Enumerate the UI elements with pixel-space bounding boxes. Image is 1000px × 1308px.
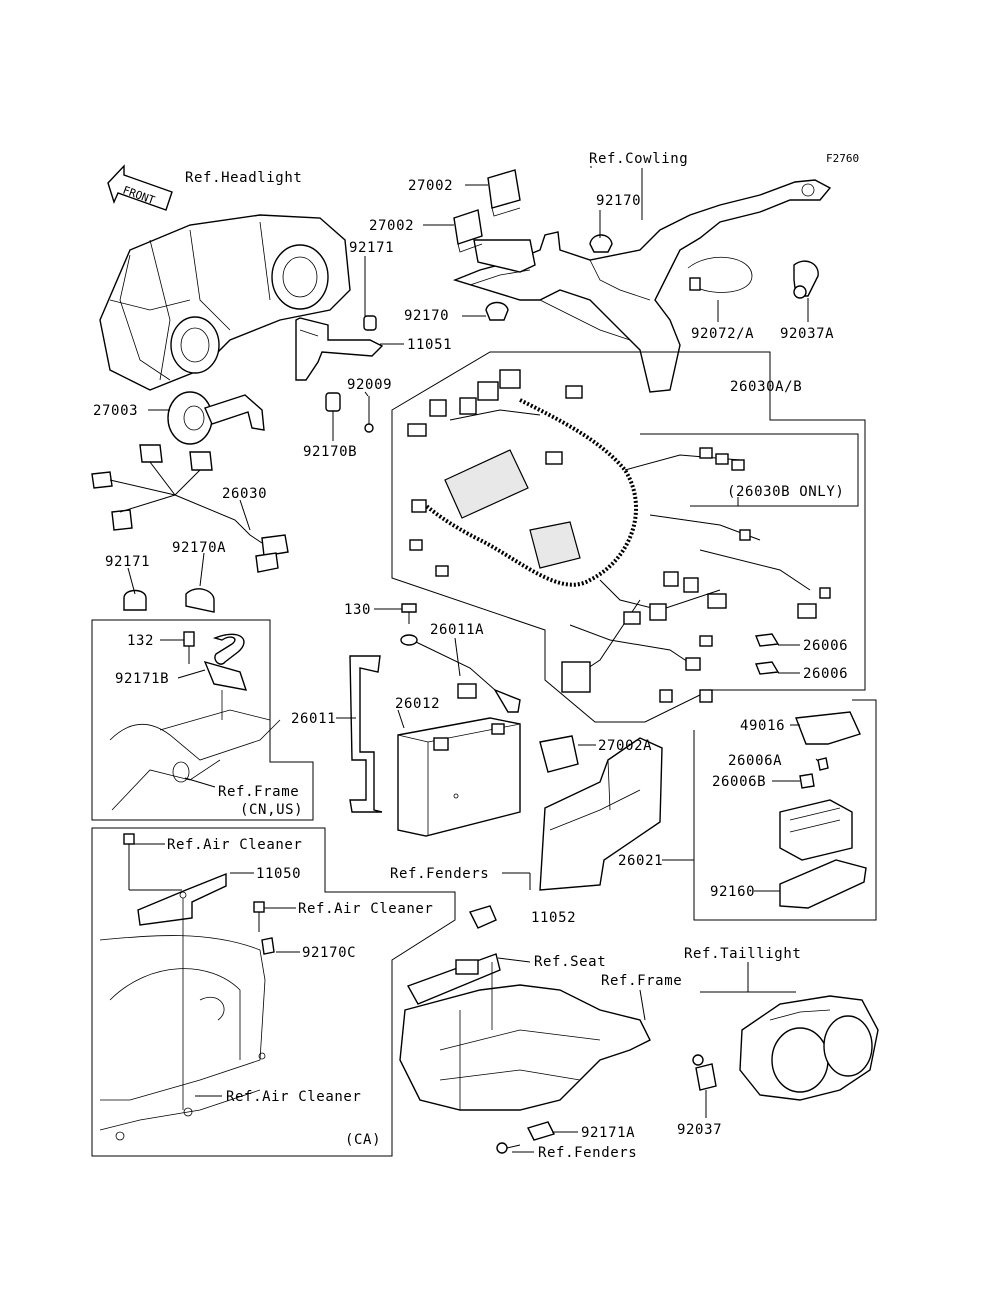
label-26006-lower: 26006 <box>803 666 848 682</box>
sub-harness-part-26030 <box>91 444 289 573</box>
band-part-92072a <box>687 256 753 293</box>
rear-frame <box>399 905 651 1111</box>
clamp-part-92170a <box>185 588 215 613</box>
clamp-part-92170-lower <box>485 301 509 321</box>
label-27002-upper: 27002 <box>408 178 453 194</box>
cowling-stay-frame <box>452 179 832 393</box>
bolt-part-130 <box>401 603 417 624</box>
screw-ref-fenders <box>496 1142 521 1154</box>
label-92009: 92009 <box>347 377 392 393</box>
relay-part-27002-upper <box>487 169 521 217</box>
label-ref-seat: Ref.Seat <box>534 954 606 970</box>
taillight-assembly <box>739 995 879 1101</box>
figure-code: F2760 <box>826 152 859 165</box>
front-arrow-icon: FRONT <box>107 164 173 211</box>
clamp-part-92170b <box>325 392 341 412</box>
label-92037a: 92037A <box>780 326 834 342</box>
label-ref-taillight: Ref.Taillight <box>684 946 801 962</box>
leader-lines <box>127 166 819 1153</box>
label-92171-upper: 92171 <box>349 240 394 256</box>
battery-part-26012 <box>397 717 521 837</box>
clip-part-92037a <box>793 260 819 299</box>
label-27002a: 27002A <box>598 738 652 754</box>
label-ref-frame-cn-us: Ref.Frame <box>218 784 299 800</box>
label-92170a: 92170A <box>172 540 226 556</box>
bracket-part-11051 <box>295 317 384 381</box>
label-26030ab: 26030A/B <box>730 379 802 395</box>
part-labels: Ref.Headlight Ref.Cowling 27002 27002 92… <box>93 151 848 1161</box>
label-92037: 92037 <box>677 1122 722 1138</box>
label-11052: 11052 <box>531 910 576 926</box>
label-27002-lower: 27002 <box>369 218 414 234</box>
label-ref-air-cleaner-middle: Ref.Air Cleaner <box>298 901 433 917</box>
label-130: 130 <box>344 602 371 618</box>
fuse-part-92160 <box>779 859 867 909</box>
fuse-part-26006b <box>799 773 815 789</box>
cap-part-26006-lower <box>755 661 780 675</box>
label-92170-lower: 92170 <box>404 308 449 324</box>
frame-inset-cn-us <box>109 631 281 811</box>
fuse-part-26006a <box>817 757 829 771</box>
label-26011a: 26011A <box>430 622 484 638</box>
label-27003: 27003 <box>93 403 138 419</box>
label-ref-air-cleaner-lower: Ref.Air Cleaner <box>226 1089 361 1105</box>
relay-part-27002a <box>539 735 579 773</box>
clip-part-92171 <box>363 315 377 331</box>
label-92171a: 92171A <box>581 1125 635 1141</box>
label-ref-headlight: Ref.Headlight <box>185 170 302 186</box>
label-11050: 11050 <box>256 866 301 882</box>
fuse-box-inset <box>693 699 877 921</box>
label-ca: (CA) <box>345 1132 381 1148</box>
label-ref-fenders-lower: Ref.Fenders <box>538 1145 637 1161</box>
label-49016: 49016 <box>740 718 785 734</box>
clip-part-92037 <box>692 1054 717 1091</box>
clamp-part-92170-upper <box>589 234 613 253</box>
label-26006b: 26006B <box>712 774 766 790</box>
label-ref-fenders-upper: Ref.Fenders <box>390 866 489 882</box>
label-92072a: 92072/A <box>691 326 754 342</box>
label-92160: 92160 <box>710 884 755 900</box>
cap-part-26006-upper <box>755 633 780 647</box>
screw-part-92009 <box>364 396 374 433</box>
label-26021: 26021 <box>618 853 663 869</box>
cover-part-49016 <box>795 711 861 745</box>
label-92170b: 92170B <box>303 444 357 460</box>
label-ref-frame: Ref.Frame <box>601 973 682 989</box>
main-harness-part-26030ab <box>407 369 831 703</box>
headlight-assembly <box>99 214 351 391</box>
label-ref-cowling: Ref.Cowling <box>589 151 688 167</box>
label-cn-us: (CN,US) <box>240 802 303 818</box>
air-cleaner-inset-ca <box>99 833 275 1141</box>
cable-part-26011a <box>400 634 521 713</box>
battery-case-part-26021 <box>539 737 663 891</box>
inset-box-cn-us <box>91 619 314 821</box>
label-132: 132 <box>127 633 154 649</box>
harness-26030b-only-box <box>640 433 859 507</box>
label-26030b-only: (26030B ONLY) <box>727 484 844 500</box>
fuse-box-body <box>779 799 853 861</box>
label-26006a: 26006A <box>728 753 782 769</box>
label-26012: 26012 <box>395 696 440 712</box>
clip-part-92171a <box>527 1121 555 1141</box>
label-11051: 11051 <box>407 337 452 353</box>
label-26006-upper: 26006 <box>803 638 848 654</box>
inset-box-ca <box>91 827 456 1157</box>
label-92171-lower: 92171 <box>105 554 150 570</box>
label-ref-air-cleaner-upper: Ref.Air Cleaner <box>167 837 302 853</box>
horn-part-27003 <box>167 391 265 445</box>
relay-part-27002-lower <box>453 209 483 253</box>
label-26011: 26011 <box>291 711 336 727</box>
clamp-part-92171-lower <box>123 589 147 611</box>
cable-part-26011 <box>349 655 383 813</box>
label-26030: 26030 <box>222 486 267 502</box>
label-92170c: 92170C <box>302 945 356 961</box>
label-92171b: 92171B <box>115 671 169 687</box>
label-92170-upper: 92170 <box>596 193 641 209</box>
